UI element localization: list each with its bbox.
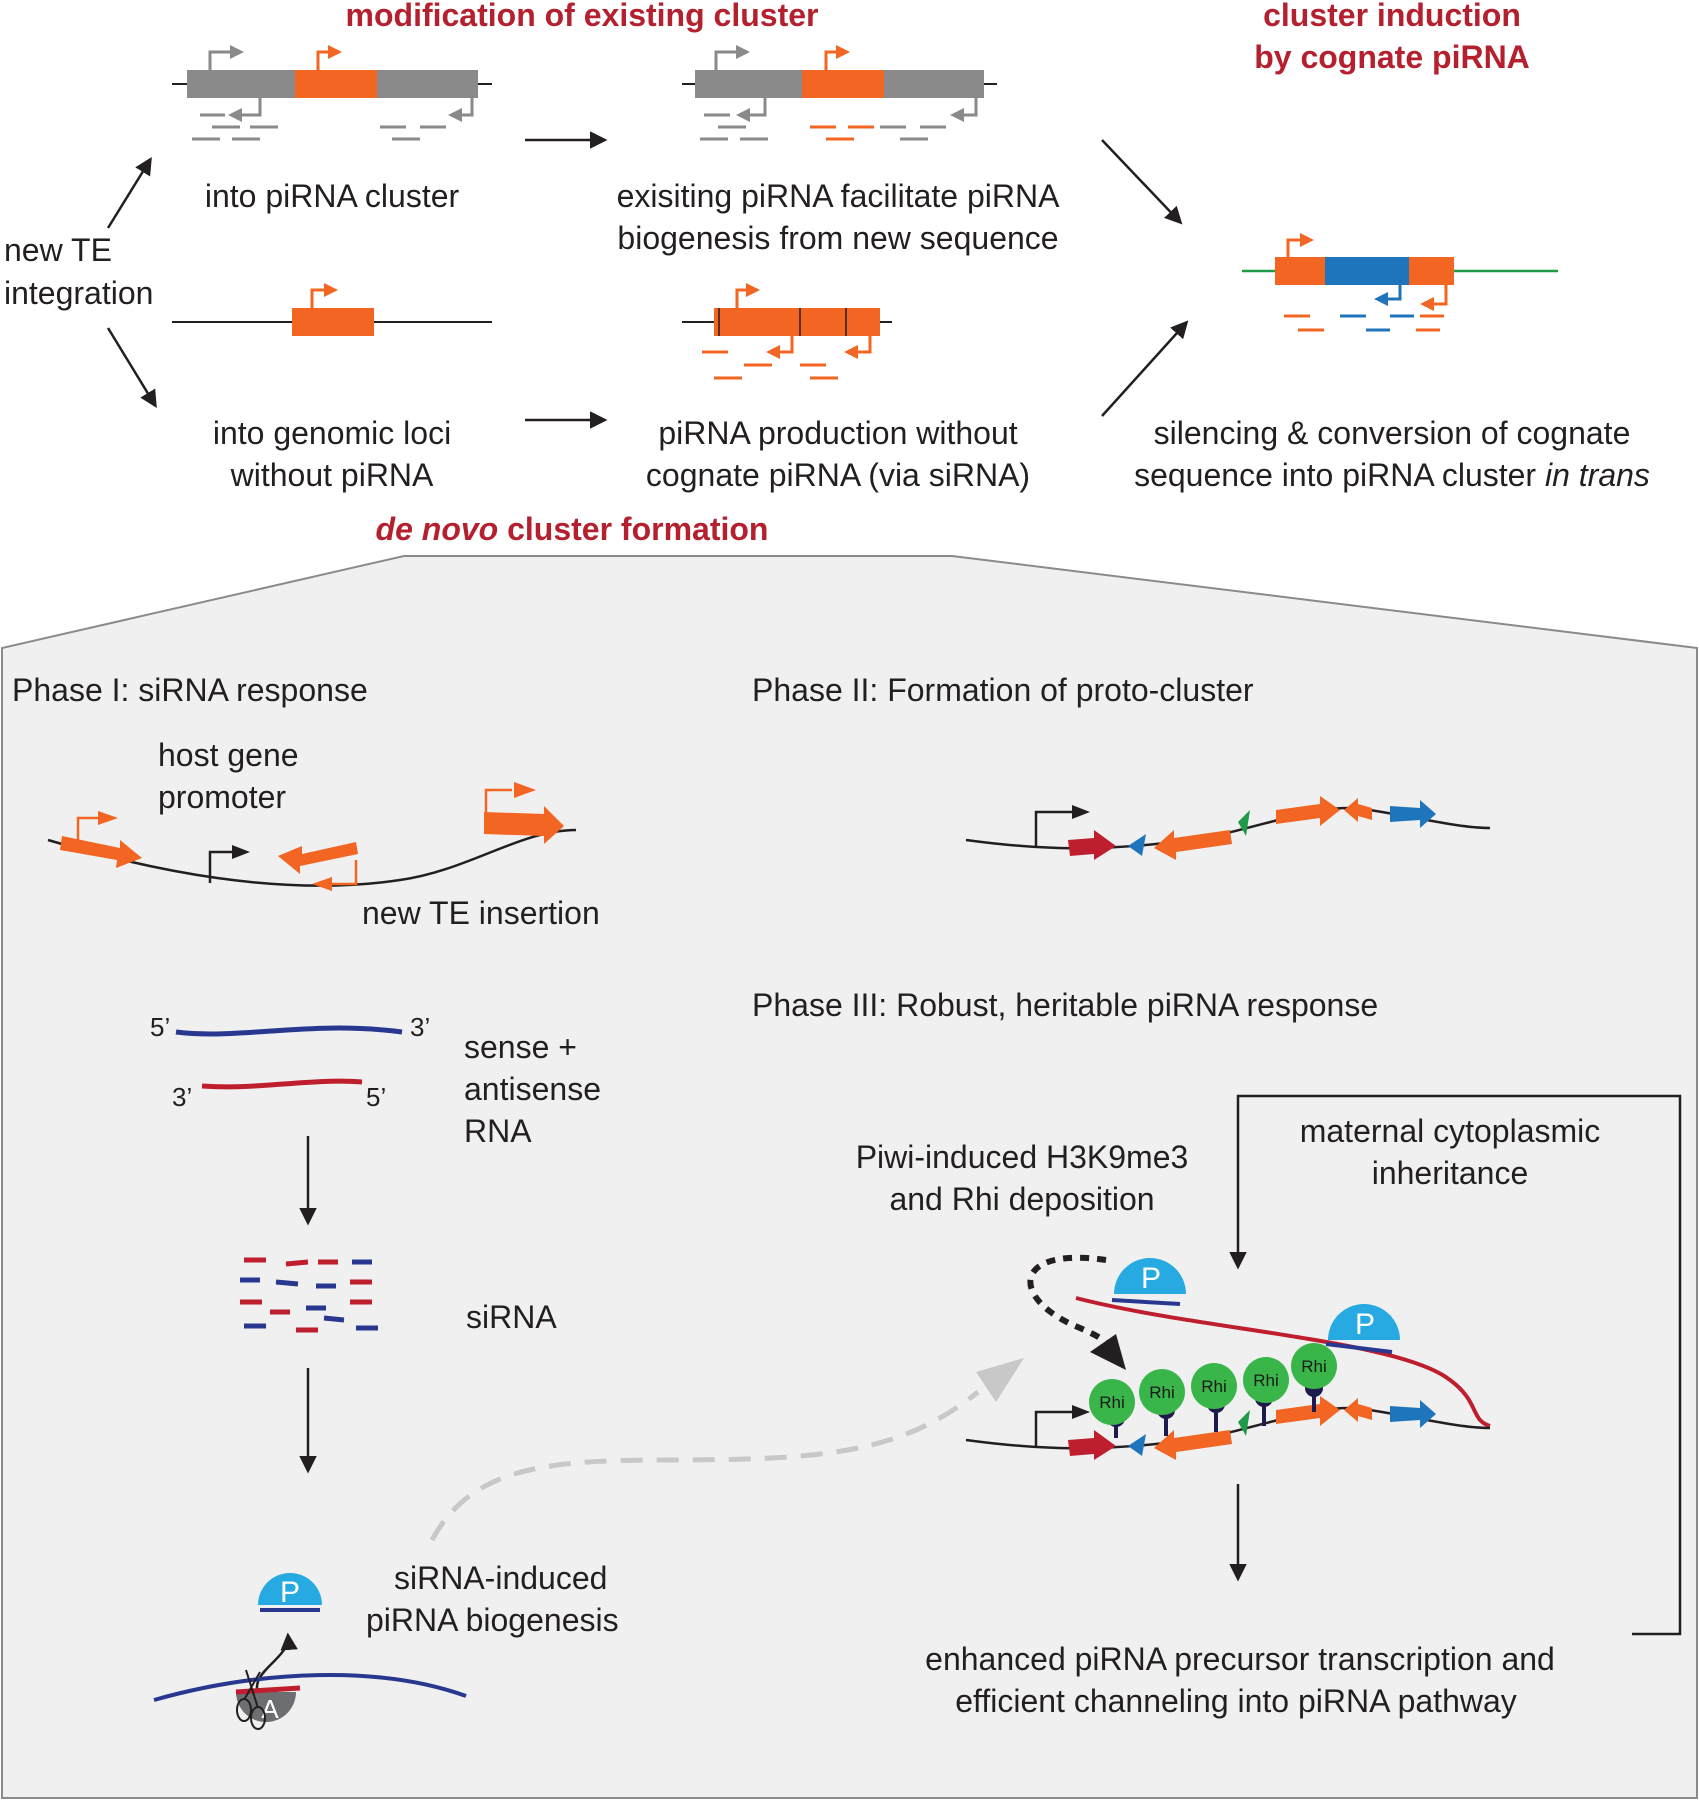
antisense-rna — [201, 1078, 363, 1090]
enhanced-label-line1: enhanced piRNA precursor transcription a… — [925, 1641, 1555, 1677]
silencing-label-line1: silencing & conversion of cognate — [1154, 415, 1631, 451]
sense-label-line3: RNA — [464, 1113, 532, 1149]
new-te-insertion-label: new TE insertion — [362, 895, 600, 931]
piwi-deposition-dotted-arrow — [1027, 1254, 1115, 1352]
pirna-precursor-transcript — [1075, 1296, 1491, 1428]
svg-text:P: P — [1141, 1262, 1161, 1295]
svg-text:Rhi: Rhi — [1201, 1377, 1227, 1396]
svg-text:P: P — [1355, 1308, 1375, 1341]
five-prime-top: 5’ — [150, 1012, 170, 1042]
piwi-deposition-label-line2: and Rhi deposition — [889, 1181, 1154, 1217]
dashed-arrow-head — [976, 1358, 1024, 1402]
sense-label-line2: antisense — [464, 1071, 601, 1107]
sirna-label: siRNA — [466, 1299, 557, 1335]
header-denovo: de novo cluster formation — [376, 511, 769, 547]
siRNA-to-cluster-dashed-arrow — [429, 1390, 980, 1542]
sirna-induced-label-line2: piRNA biogenesis — [366, 1602, 619, 1638]
header-modification: modification of existing cluster — [346, 0, 819, 33]
piwi-loaded-icon: P — [258, 1573, 322, 1612]
new-te-label-line2: integration — [4, 275, 153, 311]
production-label-line2: cognate piRNA (via siRNA) — [646, 457, 1030, 493]
phase1-genome — [47, 782, 577, 891]
piwi-icon-2: P — [1325, 1304, 1400, 1354]
maternal-label-line2: inheritance — [1372, 1155, 1529, 1191]
host-gene-label-line2: promoter — [158, 779, 286, 815]
into-cluster-label: into piRNA cluster — [205, 178, 460, 214]
new-te-label-line1: new TE — [4, 232, 112, 268]
target-rna — [153, 1673, 467, 1702]
svg-text:Rhi: Rhi — [1149, 1383, 1175, 1402]
enhanced-label-line2: efficient channeling into piRNA pathway — [955, 1683, 1517, 1719]
svg-text:Rhi: Rhi — [1253, 1371, 1279, 1390]
three-prime-bottom: 3’ — [172, 1082, 192, 1112]
phase2-title: Phase II: Formation of proto-cluster — [752, 672, 1254, 708]
rhi-proteins: Rhi Rhi Rhi Rhi Rhi — [1089, 1343, 1337, 1425]
sirna-fragments — [240, 1257, 378, 1333]
induced-cluster-locus — [1242, 233, 1558, 332]
piwi-deposition-label-line1: Piwi-induced H3K9me3 — [856, 1139, 1189, 1175]
scissors-icon — [236, 1669, 266, 1730]
maternal-label-line1: maternal cytoplasmic — [1300, 1113, 1601, 1149]
mature-cluster-locus — [965, 1396, 1491, 1460]
phase1-title: Phase I: siRNA response — [12, 672, 368, 708]
five-prime-bottom: 5’ — [366, 1082, 386, 1112]
genomic-locus — [172, 283, 492, 336]
header-induction-line1: cluster induction — [1263, 0, 1521, 33]
svg-text:Rhi: Rhi — [1099, 1393, 1125, 1412]
three-prime-top: 3’ — [410, 1012, 430, 1042]
sense-rna — [175, 1025, 403, 1037]
sense-label-line1: sense + — [464, 1029, 577, 1065]
piwi-icon-1: P — [1111, 1258, 1186, 1306]
sirna-induced-label-line1: siRNA-induced — [394, 1560, 607, 1596]
maternal-inheritance-loop-arrow — [1229, 1094, 1682, 1636]
top-flow-arrows — [106, 131, 1189, 429]
host-gene-label-line1: host gene — [158, 737, 299, 773]
production-label-line1: piRNA production without — [658, 415, 1017, 451]
existing-pirna-label-line2: biogenesis from new sequence — [617, 220, 1058, 256]
denovo-panel — [1, 555, 1698, 1799]
existing-cluster-locus — [172, 45, 492, 141]
into-genomic-label-line2: without piRNA — [230, 457, 434, 493]
proto-cluster-locus — [965, 796, 1491, 860]
into-genomic-label-line1: into genomic loci — [213, 415, 451, 451]
header-induction-line2: by cognate piRNA — [1254, 39, 1530, 75]
phase3-title: Phase III: Robust, heritable piRNA respo… — [752, 987, 1378, 1023]
svg-text:Rhi: Rhi — [1301, 1357, 1327, 1376]
existing-pirna-label-line1: exisiting piRNA facilitate piRNA — [617, 178, 1061, 214]
dotted-arrow-head — [1090, 1334, 1126, 1370]
facilitated-cluster-locus — [682, 45, 997, 141]
tandem-te-locus — [682, 283, 892, 380]
svg-text:P: P — [280, 1576, 300, 1609]
silencing-label-line2: sequence into piRNA cluster in trans — [1134, 457, 1650, 493]
